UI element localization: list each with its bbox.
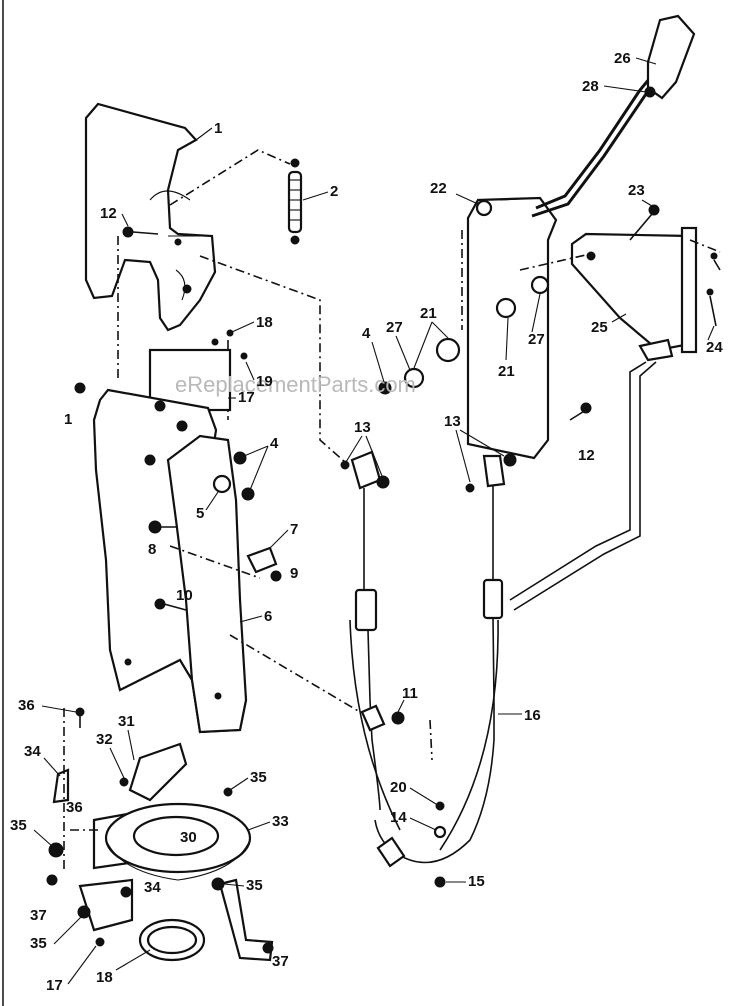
upper-chute-bracket [84,102,217,332]
callout-27: 27 [386,319,403,336]
callout-14: 14 [390,809,407,826]
callout-8: 8 [148,541,156,558]
callout-36-mid: 36 [66,799,83,816]
callout-17-bottom: 17 [46,977,63,994]
callout-36-top: 36 [18,697,35,714]
shift-lever-rod [531,14,696,218]
watermark: eReplacementParts.com [175,372,416,397]
callout-21-right: 21 [498,363,515,380]
callout-22: 22 [430,180,447,197]
lever-fasteners [378,230,592,421]
callout-30: 30 [180,829,197,846]
callout-11: 11 [402,685,418,702]
callout-34-left: 34 [24,743,41,760]
callout-35-left: 35 [10,817,27,834]
callout-13: 13 [354,419,371,436]
callout-1-left: 1 [64,411,72,428]
callout-10: 10 [176,587,193,604]
callout-34-bottom: 34 [144,879,161,896]
callout-15: 15 [468,873,485,890]
shift-lever-bracket [466,196,558,460]
callout-4: 4 [270,435,279,452]
callout-7: 7 [290,521,298,538]
callout-23: 23 [628,182,645,199]
callout-33: 33 [272,813,289,830]
cable-assembly [340,450,517,888]
rod-linkage-right [509,361,657,611]
callout-37-left: 37 [30,907,47,924]
callout-26: 26 [614,50,631,67]
callout-37-right: 37 [272,953,289,970]
callout-17: 17 [238,389,255,406]
lower-chute-deflector [92,388,248,734]
callout-labels: 1 2 12 18 19 17 4 5 8 7 9 10 6 13 11 16 … [10,50,723,994]
callout-6: 6 [264,608,272,625]
callout-1: 1 [214,120,222,137]
callout-19: 19 [256,373,273,390]
spring-2 [287,158,303,245]
callout-35-bottom: 35 [30,935,47,952]
callout-27-right: 27 [528,331,545,348]
callout-25: 25 [591,319,608,336]
callout-21: 21 [420,305,437,322]
bolt-12-upper [122,226,159,238]
callout-2: 2 [330,183,338,200]
mounting-plate-25 [570,204,721,362]
callout-34-right: 35 [246,877,263,894]
plate-17 [148,329,248,412]
chute-rotator-assembly [46,707,274,962]
callout-4-center: 4 [362,325,371,342]
callout-9: 9 [290,565,298,582]
callout-35-right: 35 [250,769,267,786]
callout-12: 12 [100,205,117,222]
callout-20: 20 [390,779,407,796]
callout-31: 31 [118,713,135,730]
callout-18: 18 [256,314,273,331]
callout-12-right: 12 [578,447,595,464]
callout-5: 5 [196,505,204,522]
callout-18-bottom: 18 [96,969,113,986]
callout-32: 32 [96,731,113,748]
callout-28: 28 [582,78,599,95]
fastener-group-left [74,382,361,713]
callout-24: 24 [706,339,723,356]
callout-13-right: 13 [444,413,461,430]
callout-16: 16 [524,707,541,724]
